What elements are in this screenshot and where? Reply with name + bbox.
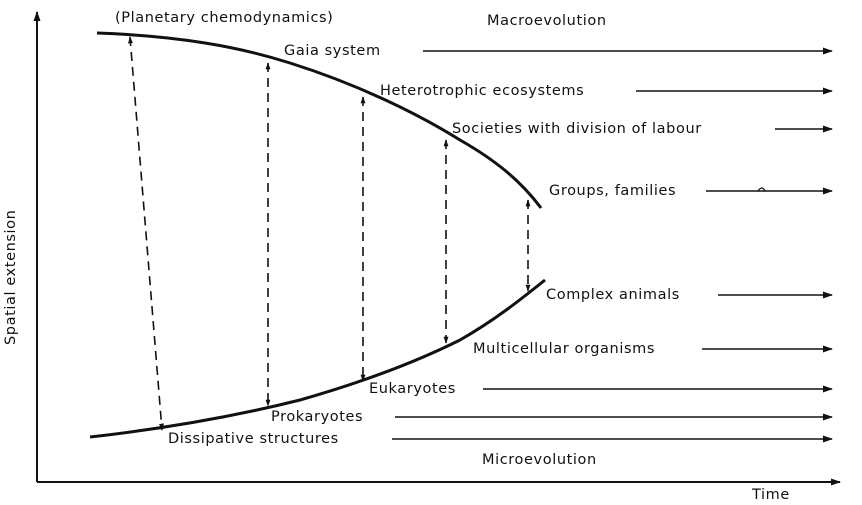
label-complex-animals: Complex animals	[546, 287, 680, 303]
groups-arrow-tick	[757, 187, 766, 192]
label-groups-families: Groups, families	[549, 183, 677, 199]
dashed-connector	[128, 36, 164, 431]
band-label-microevolution: Microevolution	[482, 452, 597, 468]
label-planetary-chemodynamics: (Planetary chemodynamics)	[115, 10, 334, 26]
label-eukaryotes: Eukaryotes	[369, 381, 456, 397]
x-axis-label: Time	[752, 487, 790, 503]
label-multicellular-organisms: Multicellular organisms	[473, 341, 655, 357]
label-prokaryotes: Prokaryotes	[271, 409, 364, 425]
lower-curve	[89, 278, 546, 439]
upper-curve	[96, 31, 543, 209]
label-dissipative-structures: Dissipative structures	[168, 431, 339, 447]
y-axis-label: Spatial extension	[3, 209, 19, 345]
band-label-macroevolution: Macroevolution	[487, 13, 607, 29]
label-societies: Societies with division of labour	[452, 121, 702, 137]
label-heterotrophic-ecosystems: Heterotrophic ecosystems	[380, 83, 585, 99]
label-gaia-system: Gaia system	[284, 43, 381, 59]
